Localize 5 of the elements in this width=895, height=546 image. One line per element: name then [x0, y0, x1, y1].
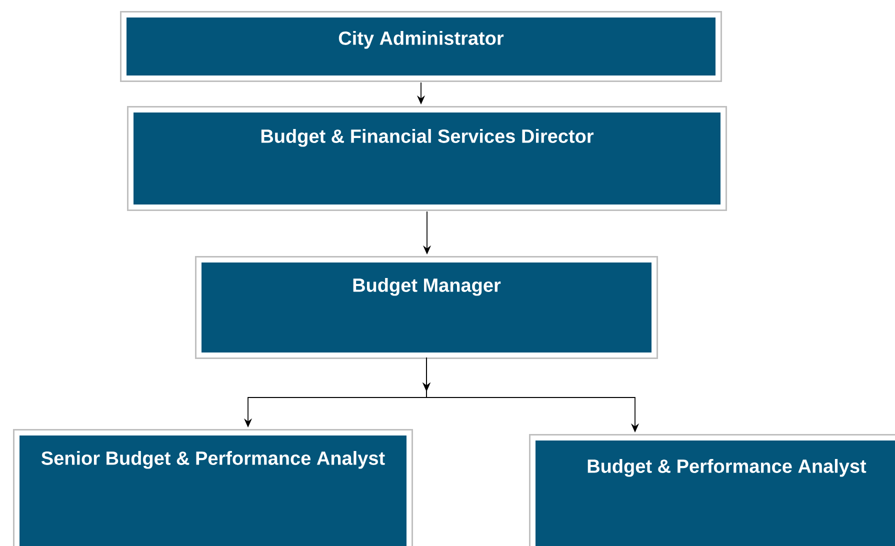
position-box: Budget & Financial Services Director — [127, 106, 727, 211]
position-box: Budget Manager — [195, 256, 658, 359]
position-box: Senior Budget & Performance Analyst — [13, 429, 413, 546]
position-box: Budget & Performance Analyst — [529, 434, 895, 546]
position-box: City Administrator — [120, 11, 722, 82]
